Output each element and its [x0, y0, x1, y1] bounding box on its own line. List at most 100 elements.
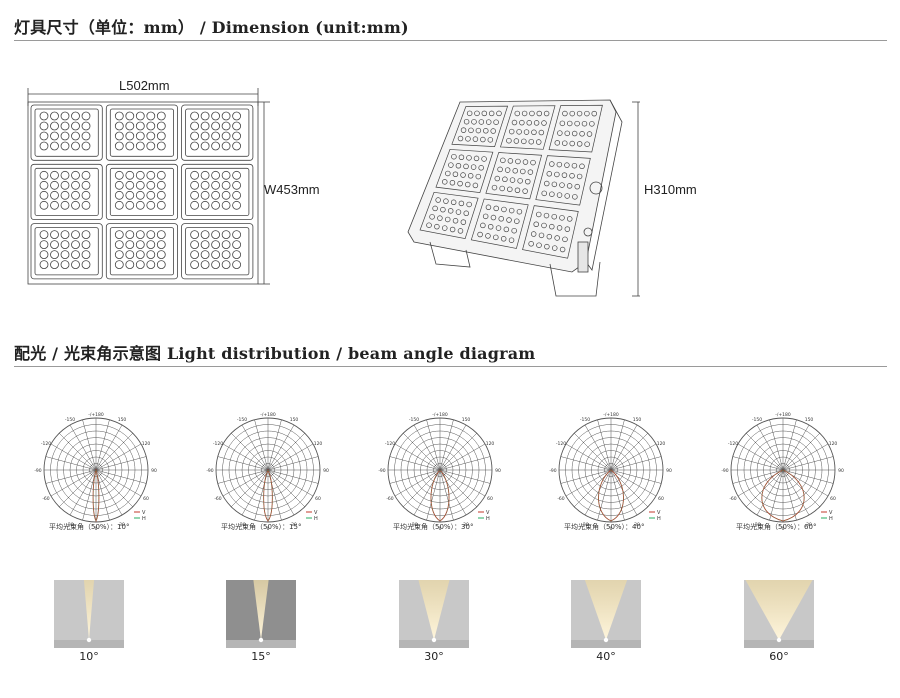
- led-lens: [81, 111, 91, 121]
- led-lens: [554, 235, 560, 241]
- led-lens: [190, 131, 200, 141]
- polar-grid-radial: [267, 469, 295, 516]
- led-lens: [520, 168, 526, 175]
- polar-grid-radial: [560, 469, 612, 484]
- led-lens: [549, 161, 555, 167]
- led-lens: [513, 138, 520, 144]
- polar-grid-radial: [82, 419, 97, 471]
- beam-cone: [584, 580, 628, 640]
- led-lens: [232, 190, 242, 200]
- led-lens: [114, 250, 124, 260]
- led-lens: [221, 230, 231, 240]
- led-lens: [457, 180, 463, 187]
- led-lens: [569, 110, 575, 117]
- led-lens: [146, 200, 156, 210]
- led-lens: [60, 141, 70, 151]
- module-frame: [30, 163, 103, 221]
- led-lens: [481, 156, 487, 162]
- light-distribution-divider: [14, 366, 887, 367]
- led-lens: [485, 233, 491, 239]
- module-frame: [181, 104, 254, 161]
- module-lens-plate: [109, 108, 175, 157]
- led-lens: [561, 172, 568, 178]
- polar-tick-label: -120: [728, 441, 738, 447]
- led-lens: [156, 141, 166, 151]
- led-lens: [490, 128, 496, 134]
- module-frame: [522, 205, 579, 259]
- module-frame: [30, 223, 103, 280]
- beam-floor: [744, 640, 814, 648]
- led-lens: [200, 131, 210, 141]
- led-lens: [554, 140, 561, 146]
- led-lens: [460, 172, 466, 178]
- led-lens: [541, 190, 547, 197]
- led-lens: [200, 260, 210, 270]
- module-lens-plate: [185, 227, 250, 276]
- led-lens: [60, 260, 70, 270]
- polar-grid-radial: [439, 443, 486, 471]
- polar-grid-radial: [95, 456, 147, 471]
- led-lens: [571, 130, 578, 137]
- polar-tick-label: -/+180: [88, 412, 104, 418]
- led-lens: [482, 213, 489, 220]
- led-lens: [135, 260, 145, 270]
- polar-grid-radial: [95, 469, 142, 497]
- polar-grid-radial: [439, 419, 454, 471]
- polar-tick-label: -/+180: [603, 412, 619, 418]
- led-lens: [535, 211, 542, 218]
- led-lens: [471, 119, 477, 125]
- led-lens: [466, 110, 473, 117]
- led-lens: [543, 212, 550, 219]
- led-lens: [525, 178, 531, 185]
- beam-illustration: [399, 580, 469, 648]
- led-lens: [39, 200, 49, 210]
- led-lens: [564, 162, 570, 168]
- polar-grid-radial: [389, 469, 441, 484]
- led-lens: [221, 240, 231, 250]
- led-lens: [556, 161, 563, 168]
- polar-grid-radial: [59, 433, 97, 471]
- perspective-view-drawing: [407, 99, 640, 297]
- polar-grid-radial: [769, 469, 784, 521]
- led-lens: [221, 190, 231, 200]
- led-lens: [200, 180, 210, 190]
- polar-grid-radial: [439, 469, 491, 484]
- polar-grid-radial: [222, 443, 269, 471]
- led-lens: [584, 110, 590, 117]
- led-lens: [60, 180, 70, 190]
- polar-grid-radial: [439, 469, 454, 521]
- polar-tick-label: 150: [462, 417, 471, 423]
- polar-grid-radial: [389, 456, 441, 471]
- polar-grid-radial: [782, 469, 797, 521]
- polar-grid-radial: [69, 424, 97, 471]
- led-lens: [39, 260, 49, 270]
- led-lens: [466, 201, 472, 208]
- polar-tick-label: -90: [34, 468, 41, 474]
- led-lens: [156, 200, 166, 210]
- led-lens: [544, 243, 550, 250]
- led-lens: [447, 208, 454, 214]
- led-lens: [50, 111, 59, 121]
- polar-grid-radial: [267, 469, 305, 507]
- led-lens: [190, 240, 200, 250]
- polar-tick-label: 60: [658, 496, 664, 502]
- legend-h-label: H: [314, 516, 318, 522]
- polar-grid-radial: [439, 456, 491, 471]
- led-lens: [458, 200, 465, 207]
- polar-caption: 平均光束角（50%）：15°: [221, 523, 302, 531]
- beam-curve-h: [92, 469, 100, 522]
- led-lens: [39, 230, 49, 240]
- led-lens: [156, 190, 166, 200]
- led-lens: [135, 121, 145, 131]
- polar-tick-label: 30: [463, 522, 469, 528]
- led-lens: [81, 230, 91, 240]
- module-lens-plate: [34, 227, 99, 276]
- led-lens: [452, 171, 459, 178]
- polar-grid-radial: [267, 419, 282, 471]
- polar-tick-label: -150: [580, 417, 590, 423]
- polar-tick-label: -60: [386, 496, 393, 502]
- led-lens: [135, 230, 145, 240]
- led-lens: [506, 217, 512, 223]
- led-lens: [541, 222, 547, 229]
